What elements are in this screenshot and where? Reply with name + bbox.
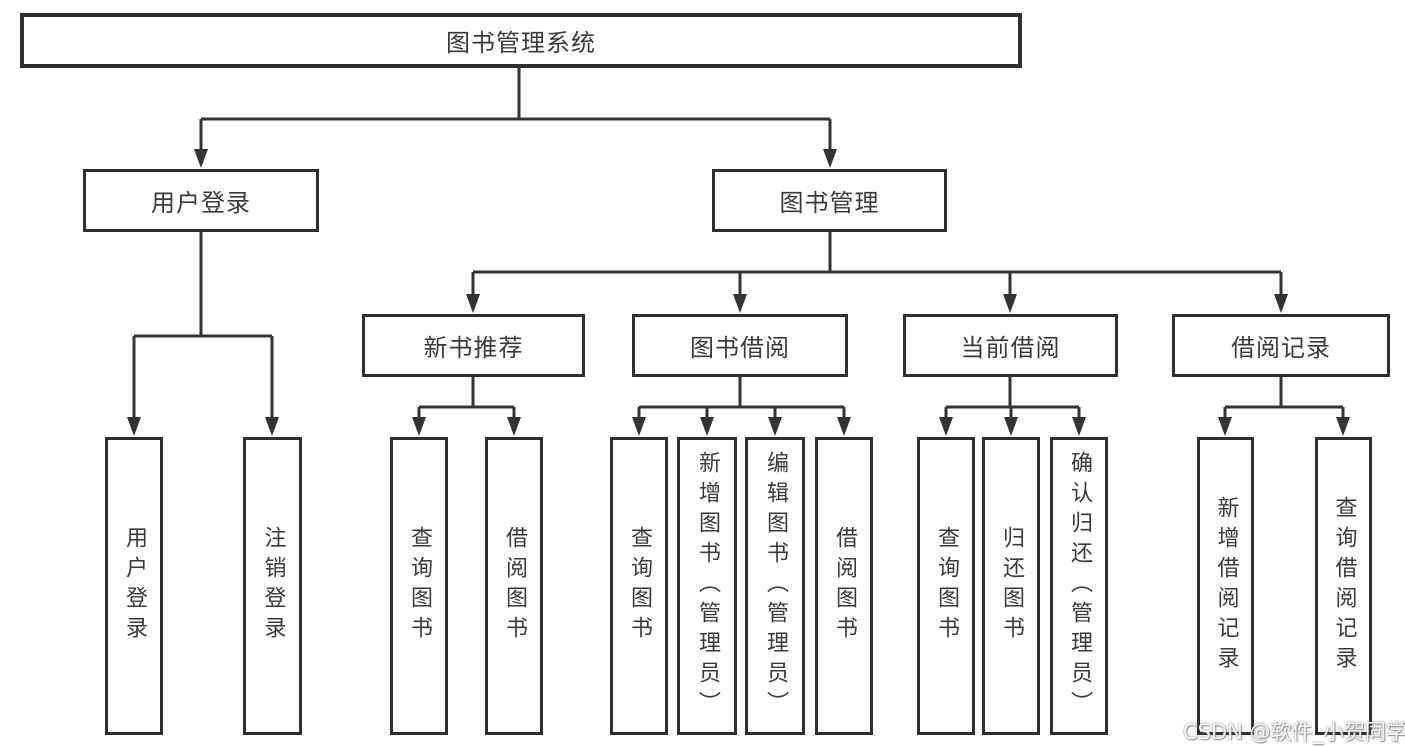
connector-bookborrow-to-leaves bbox=[637, 377, 846, 424]
connector-newbook-to-leaves bbox=[417, 377, 516, 424]
node-book-borrow: 图书借阅 bbox=[632, 314, 848, 377]
node-library-system-label: 图书管理系统 bbox=[446, 29, 596, 57]
leaf-records-query: 查询借阅记录 bbox=[1315, 437, 1372, 735]
leaf-newbook-query-books: 查询图书 bbox=[390, 437, 448, 735]
node-borrow-records: 借阅记录 bbox=[1172, 314, 1390, 377]
leaf-user-login: 用户登录 bbox=[105, 437, 163, 735]
node-borrow-records-label: 借阅记录 bbox=[1231, 334, 1331, 362]
leaf-current-query-books: 查询图书 bbox=[917, 437, 975, 735]
leaf-current-confirm-return-admin-label: 确认归还（管理员） bbox=[1067, 451, 1092, 721]
node-user-login: 用户登录 bbox=[83, 169, 319, 232]
leaf-borrow-query-books: 查询图书 bbox=[610, 437, 668, 735]
leaf-user-login-label: 用户登录 bbox=[122, 526, 147, 646]
connector-bookmgmt-to-level3 bbox=[471, 232, 1283, 301]
node-current-borrow: 当前借阅 bbox=[903, 314, 1118, 377]
connector-root-to-level2 bbox=[199, 68, 832, 156]
node-library-system: 图书管理系统 bbox=[20, 13, 1022, 68]
node-current-borrow-label: 当前借阅 bbox=[960, 334, 1061, 362]
leaf-logout-label: 注销登录 bbox=[260, 526, 286, 646]
leaf-current-return-books: 归还图书 bbox=[982, 437, 1040, 735]
leaf-current-query-books-label: 查询图书 bbox=[934, 526, 959, 646]
leaf-newbook-query-books-label: 查询图书 bbox=[407, 526, 432, 646]
connector-currentborrow-to-leaves bbox=[944, 377, 1081, 424]
leaf-current-confirm-return-admin: 确认归还（管理员） bbox=[1050, 437, 1108, 735]
leaf-borrow-borrow-books: 借阅图书 bbox=[815, 437, 873, 735]
leaf-records-add: 新增借阅记录 bbox=[1197, 437, 1254, 735]
node-new-book-recommend: 新书推荐 bbox=[362, 314, 585, 377]
leaf-current-return-books-label: 归还图书 bbox=[999, 526, 1024, 646]
leaf-newbook-borrow-books-label: 借阅图书 bbox=[502, 526, 527, 646]
node-book-borrow-label: 图书借阅 bbox=[690, 334, 790, 362]
connector-records-to-leaves bbox=[1223, 377, 1345, 424]
node-new-book-recommend-label: 新书推荐 bbox=[423, 334, 524, 362]
leaf-borrow-edit-books-admin-label: 编辑图书（管理员） bbox=[763, 451, 788, 721]
connector-userlogin-to-leaves bbox=[132, 232, 274, 424]
node-book-management-label: 图书管理 bbox=[779, 189, 880, 217]
csdn-watermark: CSDN @软件_小贺同学 bbox=[1183, 720, 1405, 744]
leaf-records-add-label: 新增借阅记录 bbox=[1213, 496, 1239, 676]
leaf-borrow-borrow-books-label: 借阅图书 bbox=[832, 526, 857, 646]
leaf-borrow-add-books-admin: 新增图书（管理员） bbox=[677, 437, 737, 735]
node-user-login-label: 用户登录 bbox=[151, 189, 251, 217]
leaf-newbook-borrow-books: 借阅图书 bbox=[485, 437, 543, 735]
leaf-borrow-query-books-label: 查询图书 bbox=[627, 526, 652, 646]
node-book-management: 图书管理 bbox=[712, 169, 947, 232]
leaf-borrow-edit-books-admin: 编辑图书（管理员） bbox=[745, 437, 805, 735]
leaf-logout: 注销登录 bbox=[243, 437, 302, 735]
leaf-records-query-label: 查询借阅记录 bbox=[1331, 496, 1357, 676]
leaf-borrow-add-books-admin-label: 新增图书（管理员） bbox=[695, 451, 720, 721]
